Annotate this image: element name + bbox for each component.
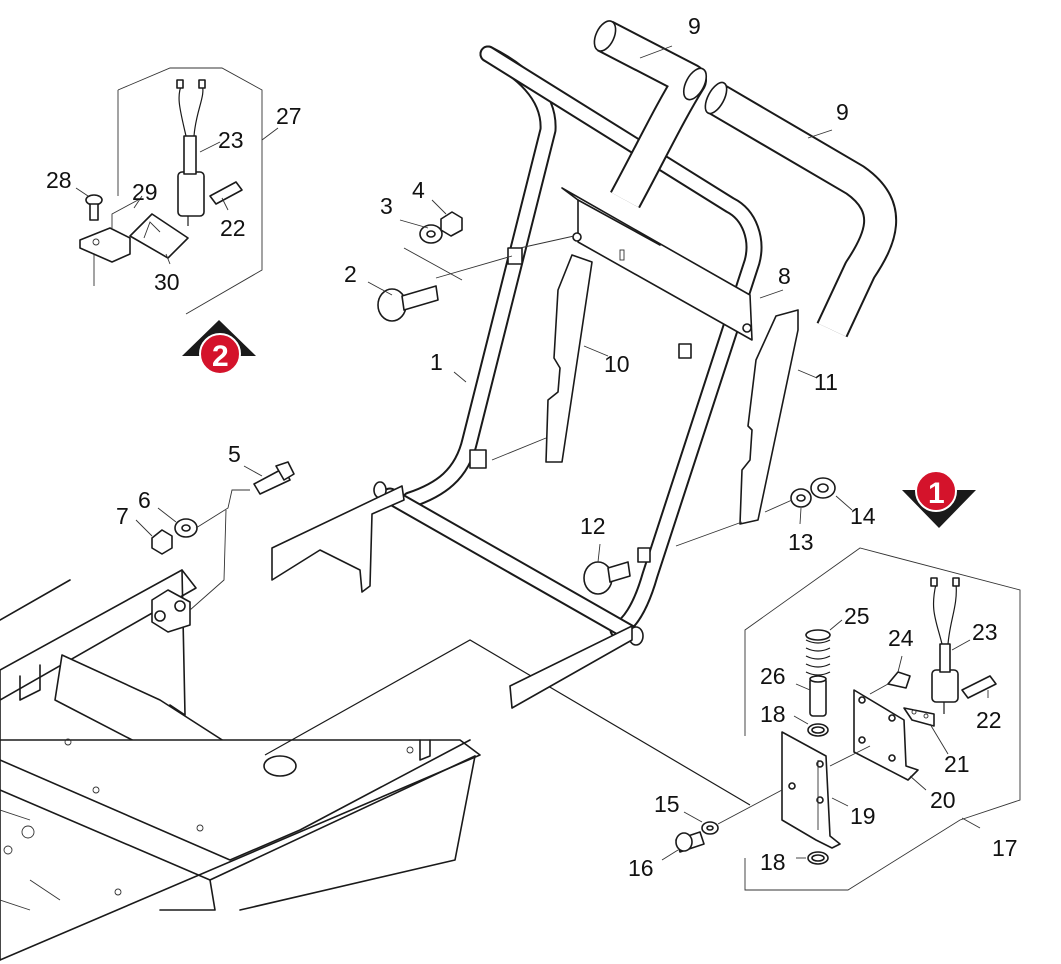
label-24: 24	[888, 625, 914, 651]
handle-frame	[271, 45, 763, 709]
label-8: 8	[778, 263, 791, 289]
marker-2-number: 2	[212, 340, 229, 373]
label-12: 12	[580, 513, 606, 539]
label-1: 1	[430, 349, 443, 375]
label-11: 11	[814, 369, 838, 395]
label-3: 3	[380, 193, 393, 219]
label-23-detail1: 23	[972, 619, 998, 645]
label-7: 7	[116, 503, 129, 529]
view-marker-1: 1	[902, 470, 976, 528]
label-10: 10	[604, 351, 630, 377]
label-25: 25	[844, 603, 870, 629]
label-22-detail1: 22	[976, 707, 1002, 733]
label-4: 4	[412, 177, 425, 203]
leader-lines	[75, 45, 989, 861]
label-18b: 18	[760, 849, 786, 875]
label-28: 28	[46, 167, 72, 193]
detail-1	[675, 547, 1021, 891]
label-9a: 9	[688, 13, 701, 39]
label-5: 5	[228, 441, 241, 467]
label-29: 29	[132, 179, 158, 205]
label-21: 21	[944, 751, 970, 777]
label-20: 20	[930, 787, 956, 813]
label-14: 14	[850, 503, 876, 529]
label-13: 13	[788, 529, 814, 555]
label-6: 6	[138, 487, 151, 513]
label-16: 16	[628, 855, 654, 881]
label-15: 15	[654, 791, 680, 817]
marker-2-circle	[199, 333, 241, 375]
label-19: 19	[850, 803, 876, 829]
fasteners	[151, 211, 836, 611]
label-17: 17	[992, 835, 1018, 861]
side-plates	[545, 254, 799, 525]
label-2: 2	[344, 261, 357, 287]
label-9b: 9	[836, 99, 849, 125]
view-marker-2: 2	[182, 320, 256, 375]
label-18a: 18	[760, 701, 786, 727]
part-labels: 1 2 3 4 5 6 7 8 9 9 10 11 12 13 14 15 16…	[46, 13, 1018, 881]
marker-1-circle	[915, 470, 957, 512]
detail-2	[79, 67, 263, 315]
label-23-detail2: 23	[218, 127, 244, 153]
label-22-detail2: 22	[220, 215, 246, 241]
label-26: 26	[760, 663, 786, 689]
label-27: 27	[276, 103, 302, 129]
base-chassis	[0, 569, 751, 961]
label-30: 30	[154, 269, 180, 295]
hoses	[593, 20, 898, 338]
marker-1-number: 1	[928, 477, 945, 510]
